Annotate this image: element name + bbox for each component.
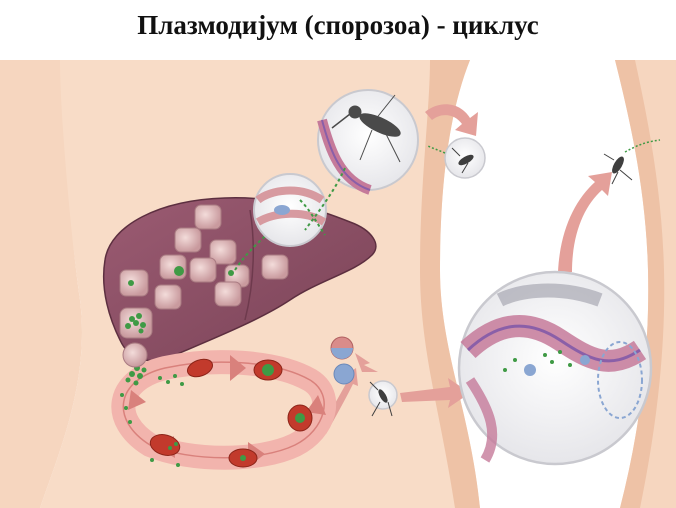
- malaria-lifecycle-illustration: [0, 50, 676, 508]
- liver-zoom-lens: [254, 174, 326, 246]
- second-human-arm: [615, 60, 676, 508]
- mosquito-gut-lens: [459, 272, 651, 464]
- page-title: Плазмодијум (спорозоа) - циклус: [0, 8, 676, 42]
